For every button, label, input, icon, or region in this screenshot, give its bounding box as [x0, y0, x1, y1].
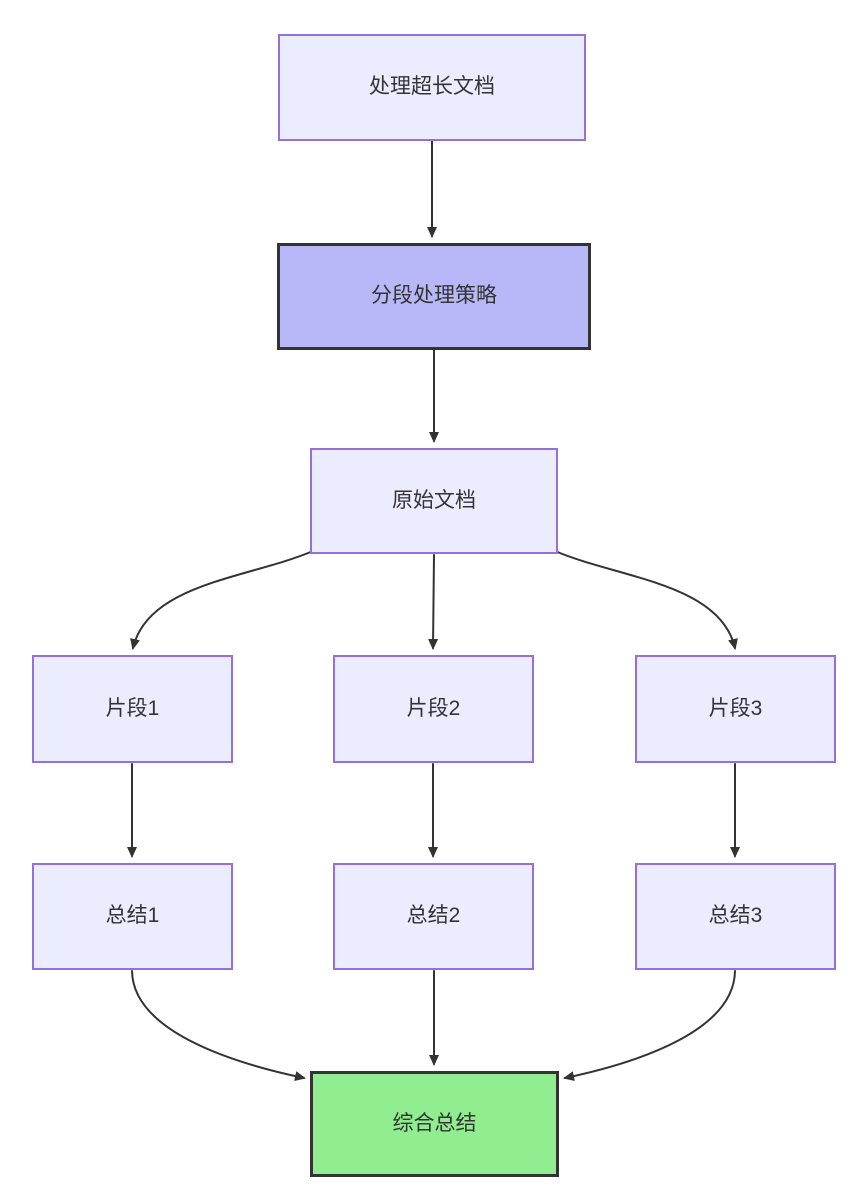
node-fragment-3: 片段3	[635, 655, 836, 763]
node-process-long-document: 处理超长文档	[278, 34, 586, 141]
node-original-document: 原始文档	[310, 448, 558, 554]
node-label: 综合总结	[392, 1111, 477, 1135]
node-summary-1: 总结1	[32, 863, 233, 970]
node-summary-3: 总结3	[635, 863, 836, 970]
node-summary-2: 总结2	[333, 863, 534, 970]
node-label: 片段2	[406, 696, 461, 720]
node-label: 原始文档	[392, 488, 476, 512]
edge-original-to-fragment3	[554, 550, 738, 650]
node-label: 分段处理策略	[371, 284, 497, 308]
node-final-summary: 综合总结	[310, 1071, 559, 1177]
node-label: 总结2	[406, 904, 461, 928]
edge-summary1-to-final	[131, 970, 306, 1082]
node-label: 片段1	[105, 696, 160, 720]
node-label: 片段3	[708, 696, 763, 720]
edge-summary3-to-final	[563, 970, 736, 1082]
node-label: 总结3	[708, 904, 763, 928]
node-segmentation-strategy: 分段处理策略	[277, 243, 591, 350]
node-fragment-1: 片段1	[32, 655, 233, 763]
node-fragment-2: 片段2	[333, 655, 534, 763]
node-label: 总结1	[105, 904, 160, 928]
edge-original-to-fragment2	[428, 554, 439, 650]
edge-original-to-fragment1	[130, 550, 314, 650]
node-label: 处理超长文档	[369, 75, 495, 99]
